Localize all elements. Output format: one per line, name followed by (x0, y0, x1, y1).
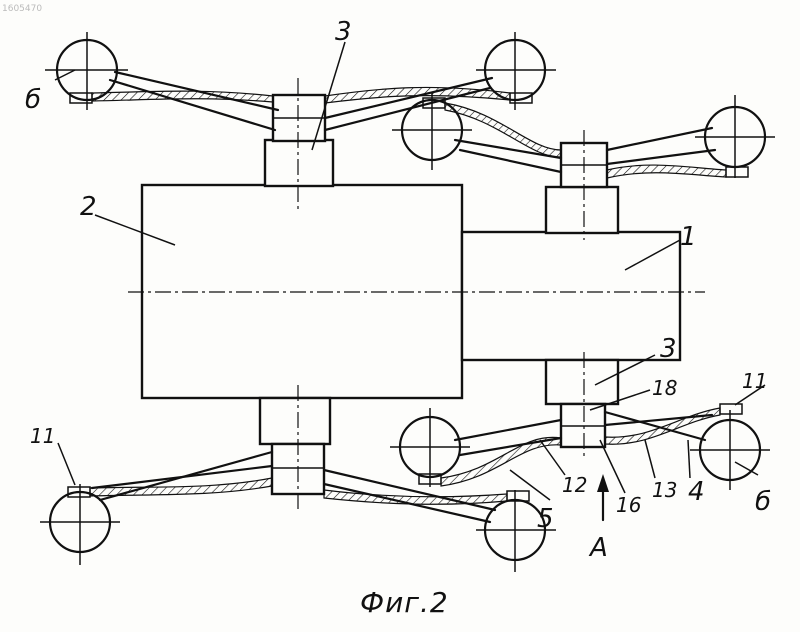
label-12: 12 (562, 473, 587, 497)
label-1: 1 (680, 222, 697, 252)
body-1 (462, 232, 680, 360)
label-16: 16 (616, 493, 641, 517)
wheel-right-upper-right (695, 95, 775, 178)
label-13: 13 (652, 478, 677, 502)
label-11-right: 11 (742, 369, 767, 393)
figure-caption: Фиг.2 (360, 586, 449, 619)
left-lower-axle (260, 385, 330, 510)
label-11-left: 11 (30, 424, 55, 448)
label-3-right: 3 (660, 334, 677, 364)
label-6-bottom-right: б (755, 487, 771, 517)
view-arrow-a (597, 474, 609, 520)
label-a: A (588, 533, 608, 563)
wheel-bottom-left (40, 484, 120, 565)
label-2: 2 (80, 192, 97, 222)
right-upper-axle (546, 130, 618, 240)
label-4: 4 (688, 477, 705, 507)
label-5: 5 (537, 504, 554, 534)
label-3-top: 3 (335, 17, 352, 47)
label-6-top-left: б (25, 85, 41, 115)
watermark-text: 1605470 (2, 4, 42, 14)
label-18: 18 (652, 376, 677, 400)
